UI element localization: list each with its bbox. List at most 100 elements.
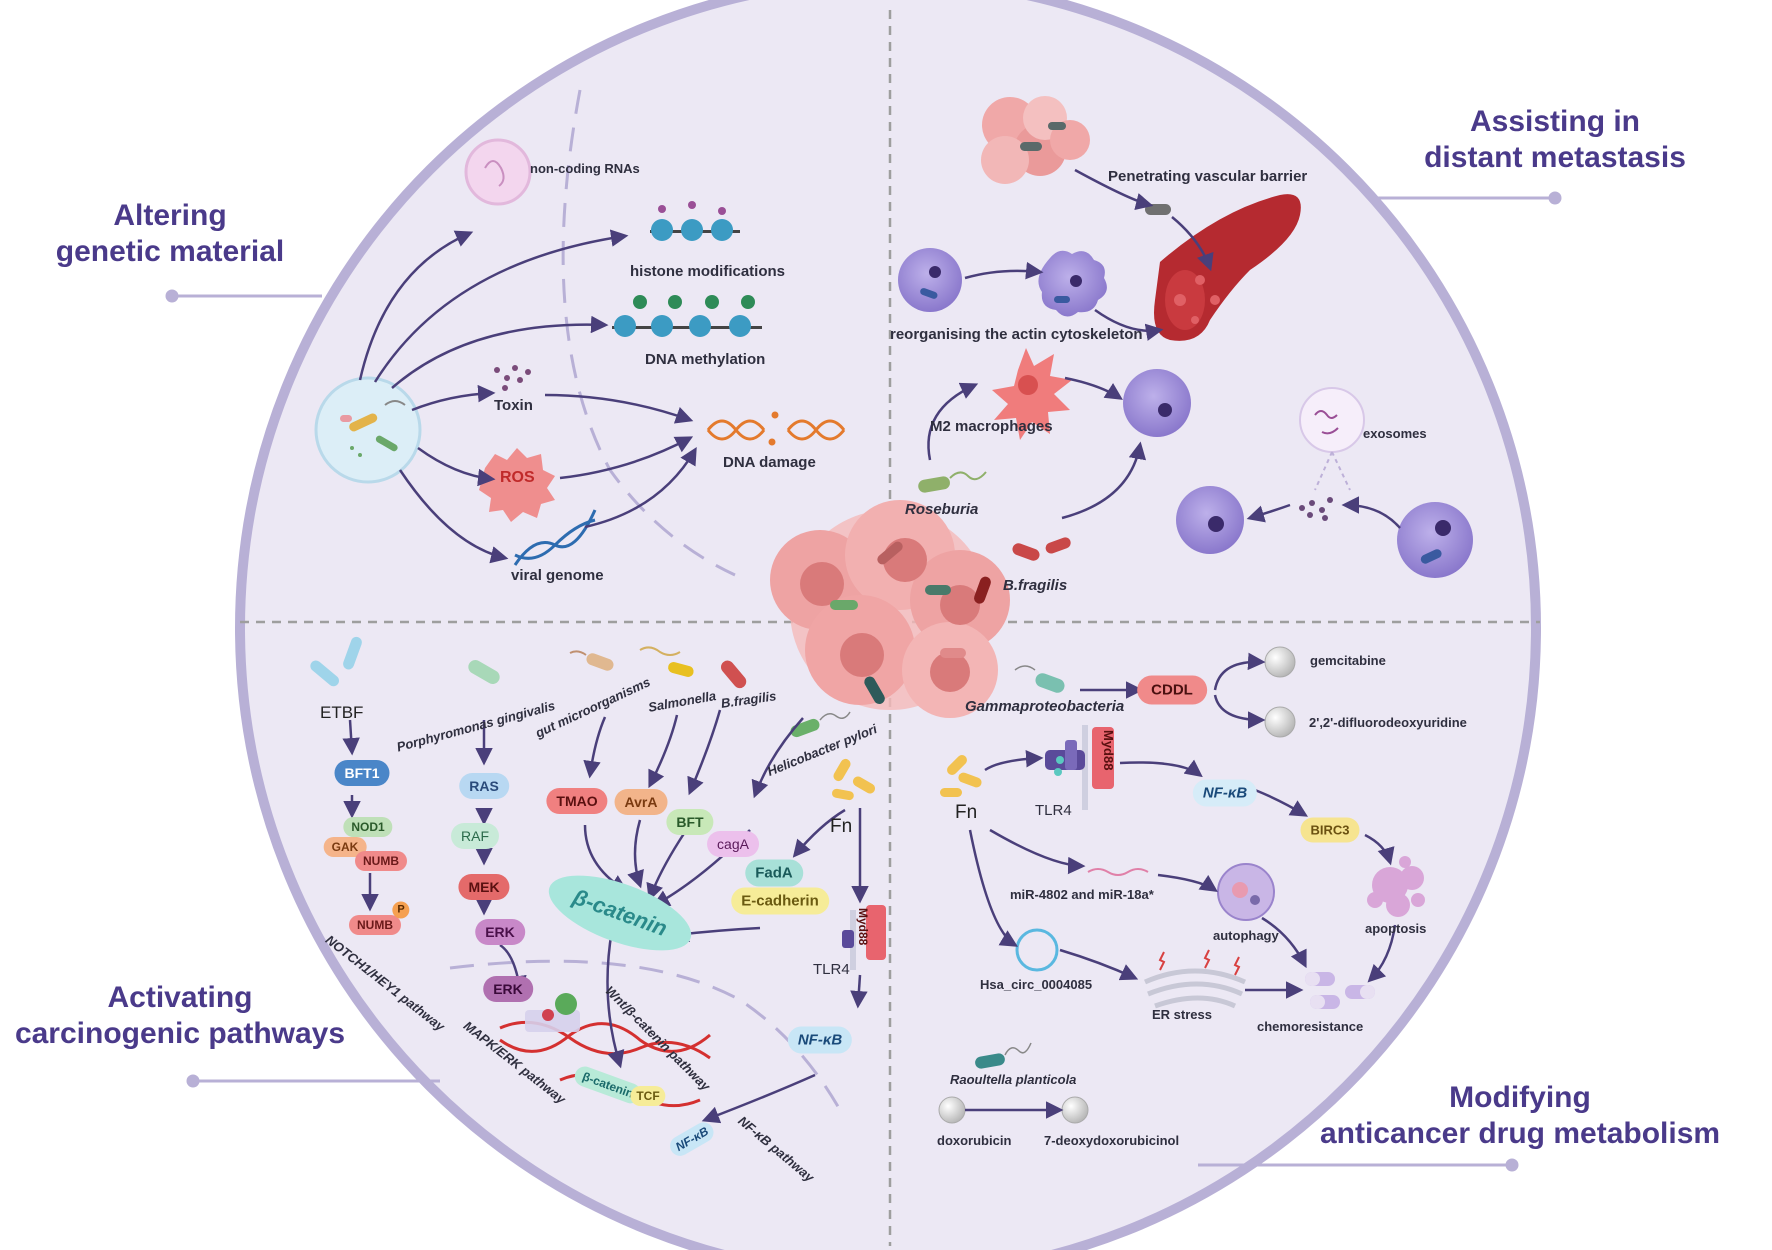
tumor-spheroid-icon [981,96,1090,184]
title-drug: Modifying anticancer drug metabolism [1319,1081,1721,1150]
tlr4-receptor-icon-right [1045,725,1114,810]
gamma-flagellum [1014,665,1036,671]
green-protein-icon [555,993,577,1015]
pg-bacterium-icon [468,660,500,684]
recipient-cell-icon [1176,486,1244,554]
label-er-stress: ER stress [1152,1007,1212,1022]
label-tlr4-left: TLR4 [813,961,850,978]
bfragilis-icon [1012,537,1071,561]
chemo-capsules-icon [1305,972,1375,1009]
node-mek: MEK [458,874,510,900]
title-connectors [165,191,1562,1172]
dna-tcf: TCF [630,1086,666,1106]
label-vascular: Penetrating vascular barrier [1108,168,1308,185]
genetic-dashed-curve [561,89,736,577]
ncrna-icon [464,138,532,206]
node-erk2: ERK [483,976,533,1002]
node-cddl: CDDL [1137,675,1207,705]
gamma-bacterium-icon [1035,673,1065,693]
node-nfkb-left: NF-κB [787,1026,853,1054]
node-bft: BFT [666,809,714,835]
node-gak: GAK [323,837,367,857]
node-phospho: P [392,901,410,919]
spreading-cell-icon [1038,250,1107,317]
m2-macrophage-icon [992,348,1072,440]
node-fada: FadA [745,859,803,887]
label-fn-pathway: Fn [830,816,853,837]
label-gemcitabine: gemcitabine [1310,653,1386,668]
apoptosis-icon [1367,856,1425,917]
pathway-arrows [342,709,869,1124]
viral-genome-icon [513,509,597,566]
salmonella-icon [639,646,694,677]
label-doxorubicin: doxorubicin [937,1133,1012,1148]
label-toxin: Toxin [494,397,533,414]
label-circ: Hsa_circ_0004085 [980,977,1093,992]
title-metastasis: Assisting in distant metastasis [1424,105,1686,174]
node-numb-p: NUMB [349,915,401,935]
deoxy-sphere [1061,1096,1089,1124]
node-avra: AvrA [614,789,668,815]
node-caga: cagA [707,831,759,857]
label-myd88-right: Myd88 [1101,730,1116,771]
donor-cell-icon [1397,502,1473,578]
label-methylation: DNA methylation [645,351,766,368]
node-nod1: NOD1 [343,817,393,837]
hpylori-icon [790,711,851,738]
er-stress-icon [1143,949,1247,1009]
label-gamma: Gammaproteobacteria [965,698,1125,715]
dna-damage-icon [706,411,846,446]
red-protein-icon [542,1009,554,1021]
etbf-bacteria-icon [310,636,362,687]
node-raf: RAF [451,823,499,849]
node-ecadherin: E-cadherin [731,887,829,915]
roseburia-icon [918,471,987,493]
macrophage-cell-icon [898,248,962,312]
doxorubicin-sphere [938,1096,966,1124]
label-apoptosis: apoptosis [1365,921,1427,936]
label-bfragilis: B.fragilis [1003,577,1068,594]
label-m2: M2 macrophages [930,418,1053,435]
label-ros: ROS [500,469,535,486]
label-fn-drug: Fn [955,802,978,823]
label-tlr4-right: TLR4 [1035,802,1072,819]
fn-bacteria-icon [832,758,876,801]
node-ras: RAS [459,773,509,799]
dna-methylation-icon [612,295,762,337]
mirna-icon [1087,868,1149,876]
fn-drug-bacteria-icon [940,755,982,797]
label-dfdu: 2',2'-difluorodeoxyuridine [1309,715,1467,730]
central-tumor-icon [770,500,1010,718]
label-dna-damage: DNA damage [723,454,816,471]
title-genetic: Altering genetic material [55,199,285,268]
ros-icon [479,448,555,522]
label-histone: histone modifications [630,263,786,280]
label-etbf: ETBF [320,703,364,722]
metastasis-arrows [927,168,1401,529]
gut-microbe-icon [569,650,614,671]
raoultella-icon [975,1042,1032,1069]
microbiome-dish-icon [314,376,422,484]
label-mir: miR-4802 and miR-18a* [1010,887,1154,902]
target-cell-icon [1123,369,1191,437]
gemcitabine-sphere [1264,646,1296,678]
autophagy-icon [1217,863,1275,921]
histone-icon [650,201,740,241]
bfrag-bacterium-icon [721,660,747,689]
title-pathways: Activating carcinogenic pathways [14,981,346,1050]
dna-complex-block [525,1010,580,1032]
exosome-vesicle-icon [1299,387,1365,521]
label-exosomes: exosomes [1363,426,1427,441]
node-erk1: ERK [475,919,525,945]
node-bft1: BFT1 [334,760,390,786]
label-actin: reorganising the actin cytoskeleton [890,326,1143,343]
tlr4-receptor-icon-left [842,905,886,970]
label-ncrna: non-coding RNAs [530,161,640,176]
node-birc3: BIRC3 [1300,817,1360,843]
circrna-icon [1015,928,1059,972]
toxin-icon [494,365,531,391]
label-viral-genome: viral genome [511,567,604,584]
drug-arrows [965,652,1397,1119]
node-numb: NUMB [355,851,407,871]
